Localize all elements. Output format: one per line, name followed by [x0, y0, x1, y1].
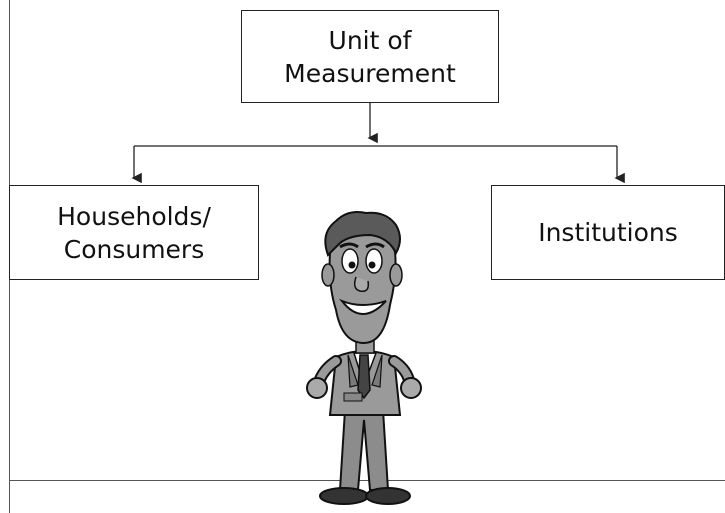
cartoon-businessman-icon — [306, 211, 422, 505]
child-node-households-box: Households/ Consumers — [9, 185, 259, 280]
root-node-box: Unit of Measurement — [241, 10, 499, 103]
child-node-institutions-box: Institutions — [491, 185, 725, 280]
child-node-households-label: Households/ Consumers — [57, 201, 211, 264]
root-node-label: Unit of Measurement — [284, 25, 456, 88]
child-node-institutions-label: Institutions — [538, 218, 678, 247]
slide-bottom-border — [9, 480, 725, 481]
